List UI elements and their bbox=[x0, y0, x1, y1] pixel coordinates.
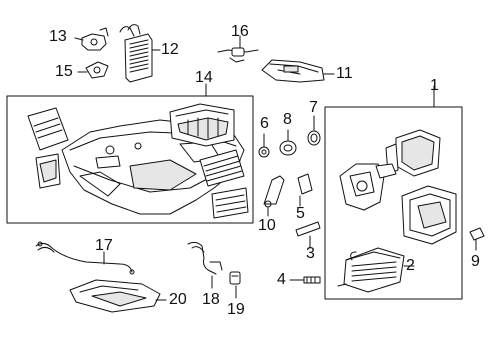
callout-4: 4 bbox=[277, 271, 286, 288]
part-14-heater-case bbox=[27, 83, 249, 219]
callout-13: 13 bbox=[49, 28, 67, 45]
part-10-bracket bbox=[263, 175, 285, 217]
callout-17: 17 bbox=[95, 237, 113, 254]
group-box-1 bbox=[324, 106, 463, 300]
callout-1: 1 bbox=[430, 77, 439, 94]
part-18-hose bbox=[187, 241, 223, 289]
callout-20: 20 bbox=[169, 291, 187, 308]
part-2-evaporator-core bbox=[337, 247, 415, 293]
part-9-clip bbox=[469, 227, 485, 251]
part-1-evaporator-case bbox=[339, 85, 457, 245]
part-7-seal bbox=[307, 115, 321, 146]
part-6-grommet bbox=[258, 133, 270, 158]
callout-9: 9 bbox=[471, 253, 480, 270]
part-3-seal-block bbox=[295, 221, 321, 249]
part-20-floor-duct bbox=[69, 279, 167, 313]
part-12-heater-core bbox=[119, 24, 161, 83]
callout-14: 14 bbox=[195, 69, 213, 86]
part-19-cap bbox=[229, 271, 241, 299]
callout-2: 2 bbox=[406, 257, 415, 274]
callout-8: 8 bbox=[283, 111, 292, 128]
callout-3: 3 bbox=[306, 245, 315, 262]
callout-16: 16 bbox=[231, 23, 249, 40]
part-13-actuator bbox=[74, 27, 109, 51]
callout-11: 11 bbox=[336, 65, 353, 82]
callout-5: 5 bbox=[296, 205, 305, 222]
part-17-control-cable bbox=[35, 241, 135, 275]
callout-12: 12 bbox=[161, 41, 179, 58]
callout-18: 18 bbox=[202, 291, 220, 308]
callout-6: 6 bbox=[260, 115, 269, 132]
callout-10: 10 bbox=[258, 217, 276, 234]
callout-15: 15 bbox=[55, 63, 73, 80]
part-16-sensor bbox=[217, 35, 259, 63]
callout-7: 7 bbox=[309, 99, 318, 116]
part-15-actuator bbox=[77, 61, 109, 79]
part-8-bushing bbox=[279, 129, 297, 156]
part-5-clip bbox=[297, 173, 313, 207]
part-11-duct bbox=[261, 59, 335, 83]
group-box-14 bbox=[6, 95, 254, 224]
callout-19: 19 bbox=[227, 301, 245, 318]
part-4-screw bbox=[289, 276, 321, 284]
